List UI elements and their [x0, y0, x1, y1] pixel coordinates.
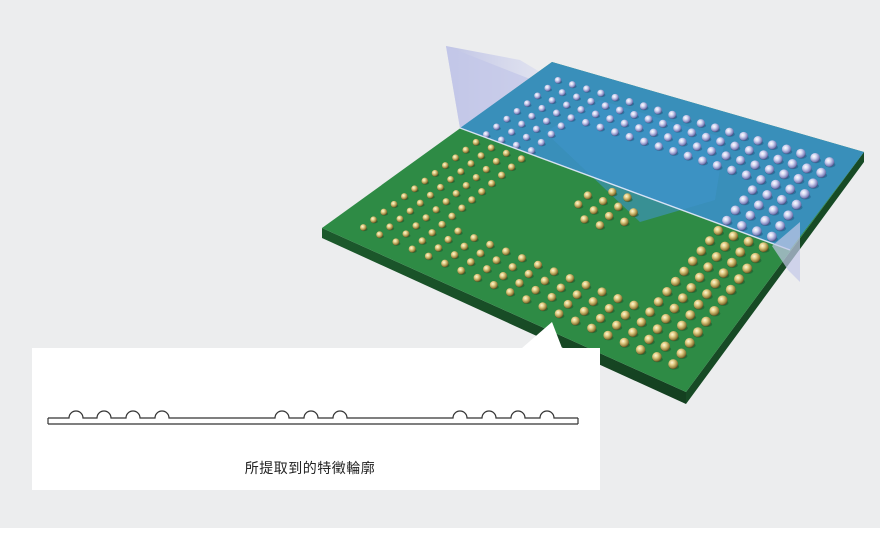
solder-balls-gold	[359, 138, 770, 370]
bottom-border	[0, 528, 880, 534]
callout-panel	[32, 322, 600, 490]
figure-caption: 所提取到的特徵輪廓	[244, 461, 376, 477]
profile-outline-icon	[47, 410, 579, 425]
solder-balls-silver	[482, 76, 836, 243]
board-edge-right	[686, 152, 864, 404]
laser-sheet-front	[772, 222, 800, 282]
laser-line	[459, 127, 791, 251]
